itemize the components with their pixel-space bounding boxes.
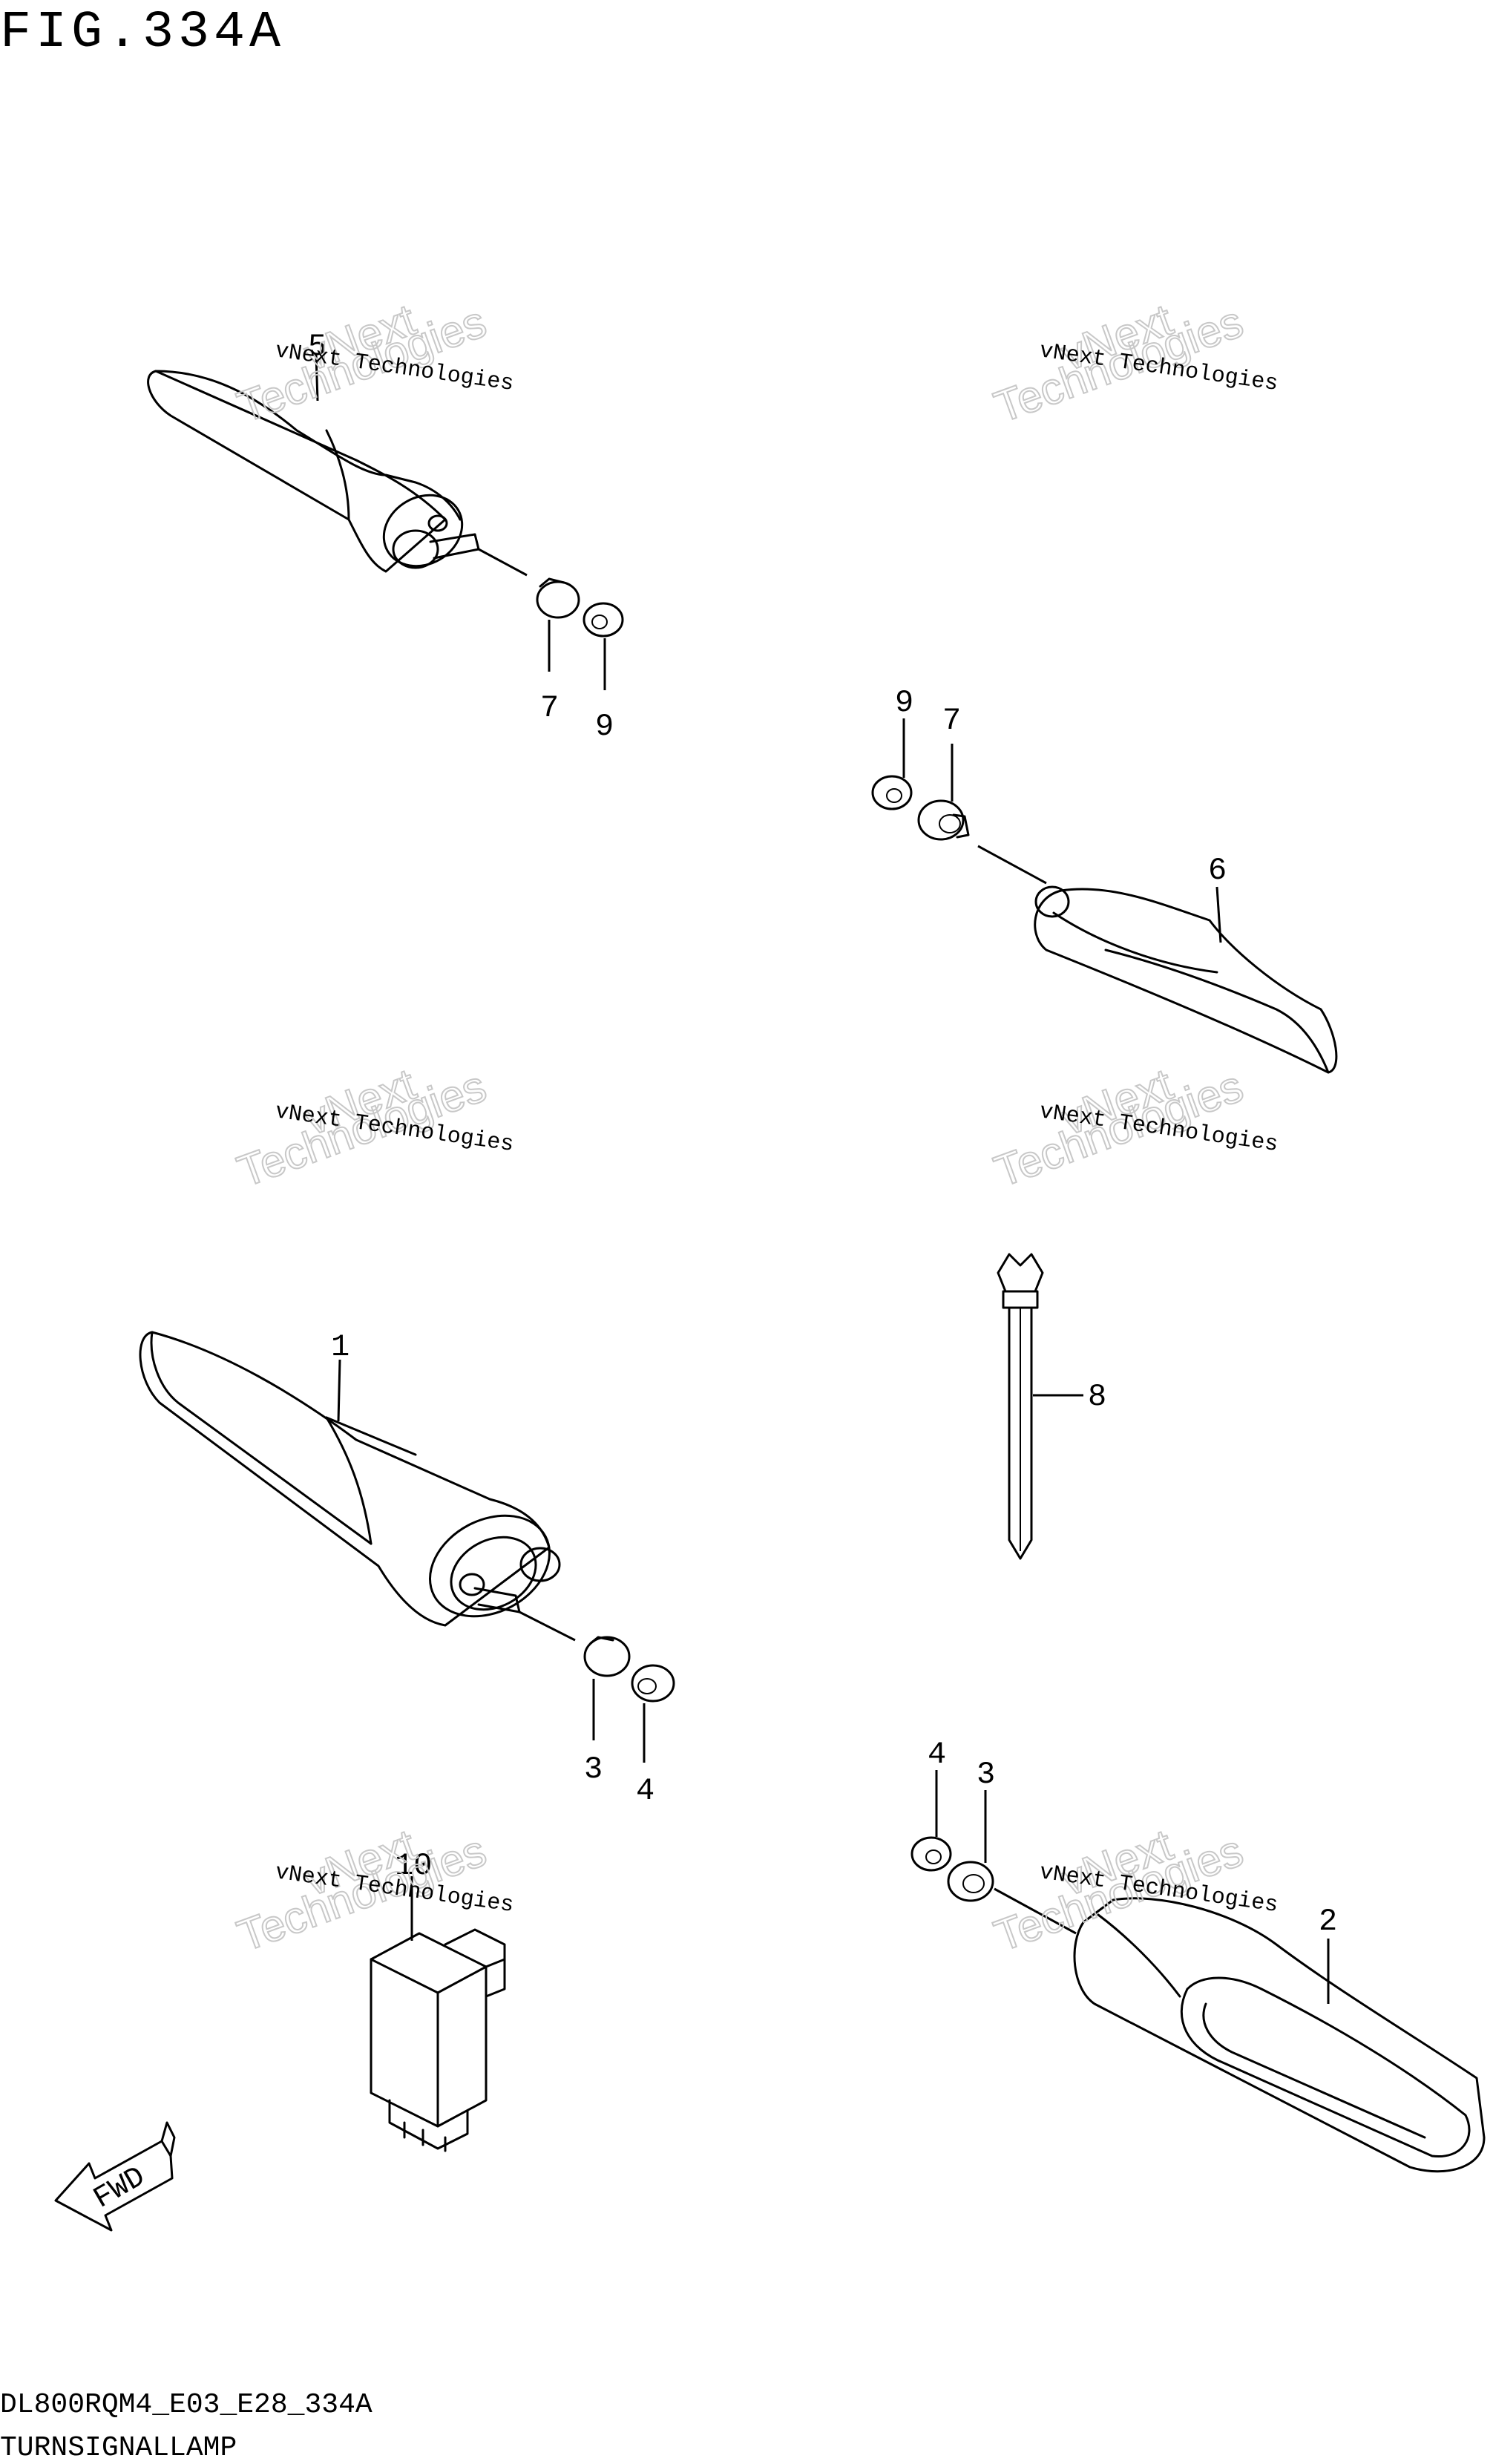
figure-title: FIG.334A xyxy=(0,4,285,62)
part-10-relay xyxy=(370,1876,506,2152)
callout-5: 5 xyxy=(308,329,327,364)
callout-3a: 3 xyxy=(584,1752,603,1787)
section-title: TURNSIGNALLAMP xyxy=(0,2432,237,2464)
part-9-nut-a xyxy=(583,602,624,638)
callout-9b: 9 xyxy=(895,685,913,721)
callout-7b: 7 xyxy=(942,703,961,738)
callout-9a: 9 xyxy=(595,709,614,744)
part-9-nut-b xyxy=(871,775,913,810)
watermark-bl: Technologies vNext vNext Technologies xyxy=(231,1819,516,1962)
part-4-nut-b xyxy=(910,1836,952,1872)
part-1-turn-signal xyxy=(139,1331,576,1642)
part-5-turn-signal xyxy=(147,370,528,577)
callout-4b: 4 xyxy=(928,1737,946,1772)
callout-2: 2 xyxy=(1319,1904,1337,1939)
watermark-tr: Technologies vNext vNext Technologies xyxy=(988,294,1280,433)
part-7-washer-b xyxy=(917,799,970,841)
watermark-mr: Technologies vNext vNext Technologies xyxy=(988,1058,1280,1198)
fwd-arrow-icon: FWD xyxy=(54,2121,176,2232)
part-4-nut-a xyxy=(631,1664,675,1703)
watermark-ml: Technologies vNext vNext Technologies xyxy=(231,1058,516,1198)
part-8-cable-tie xyxy=(997,1253,1083,1560)
watermark-br: Technologies vNext vNext Technologies xyxy=(988,1819,1280,1962)
part-3-washer-b xyxy=(947,1861,994,1902)
callout-8: 8 xyxy=(1088,1379,1106,1415)
callout-1: 1 xyxy=(331,1329,350,1365)
model-code: DL800RQM4_E03_E28_334A xyxy=(0,2389,373,2421)
part-2-turn-signal xyxy=(994,1887,1486,2173)
callout-7a: 7 xyxy=(540,690,559,726)
part-7-washer-a xyxy=(536,577,580,619)
callout-3b: 3 xyxy=(977,1757,995,1792)
callout-4a: 4 xyxy=(636,1773,654,1809)
watermark-tl: Technologies vNext vNext Technologies xyxy=(231,294,516,433)
part-6-turn-signal xyxy=(977,845,1338,1074)
part-3-washer-a xyxy=(583,1636,631,1677)
callout-6: 6 xyxy=(1208,853,1227,888)
callout-10: 10 xyxy=(395,1848,432,1884)
